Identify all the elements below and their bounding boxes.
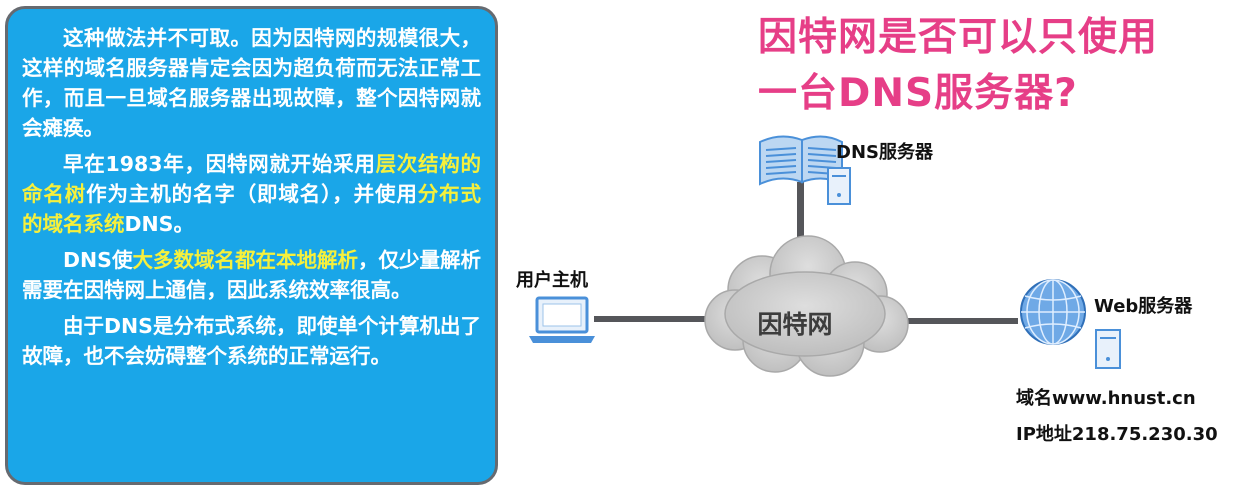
paragraph-3: DNS使大多数域名都在本地解析，仅少量解析需要在因特网上通信，因此系统效率很高。: [22, 245, 481, 305]
web-server-globe-icon: [1020, 279, 1121, 369]
paragraph-2-text-a: 早在1983年，因特网就开始采用: [63, 152, 376, 176]
highlight-local-resolution: 大多数域名都在本地解析: [132, 248, 358, 272]
paragraph-4-text: 由于DNS是分布式系统，即使单个计算机出了故障，也不会妨碍整个系统的正常运行。: [22, 314, 481, 368]
ip-address-text: IP地址218.75.230.30: [1016, 424, 1218, 445]
slide-title: 因特网是否可以只使用 一台DNS服务器?: [758, 10, 1228, 122]
laptop-icon: [529, 296, 595, 343]
cable-user-to-internet: [594, 316, 706, 322]
cable-dns-to-internet: [797, 182, 804, 260]
highlight-naming-tree: 层次结构的命名树: [22, 152, 482, 206]
text-panel: 这种做法并不可取。因为因特网的规模很大，这样的域名服务器肯定会因为超负荷而无法正…: [5, 6, 498, 485]
domain-name-text: 域名www.hnust.cn: [1016, 388, 1196, 409]
dns-server-icon: [759, 135, 851, 205]
highlight-distributed-dns: 分布式的域名系统: [22, 182, 482, 236]
paragraph-3-text-b: ，仅少量解析需要在因特网上通信，因此系统效率很高。: [22, 248, 481, 302]
paragraph-2-text-b: 作为主机的名字（即域名），并使用: [86, 182, 418, 206]
dns-server-label: DNS服务器: [836, 142, 933, 163]
paragraph-2: 早在1983年，因特网就开始采用层次结构的命名树作为主机的名字（即域名），并使用…: [22, 149, 481, 239]
internet-label: 因特网: [757, 310, 833, 339]
title-line-1: 因特网是否可以只使用: [758, 15, 1159, 60]
cable-internet-to-web: [906, 318, 1018, 324]
paragraph-1-text: 这种做法并不可取。因为因特网的规模很大，这样的域名服务器肯定会因为超负荷而无法正…: [22, 26, 481, 140]
web-server-label: Web服务器: [1094, 296, 1193, 317]
internet-cloud-icon: [704, 235, 909, 377]
user-host-label: 用户主机: [516, 270, 588, 291]
paragraph-4: 由于DNS是分布式系统，即使单个计算机出了故障，也不会妨碍整个系统的正常运行。: [22, 311, 481, 371]
paragraph-1: 这种做法并不可取。因为因特网的规模很大，这样的域名服务器肯定会因为超负荷而无法正…: [22, 23, 481, 143]
paragraph-2-text-c: DNS。: [124, 212, 194, 236]
paragraph-3-text-a: DNS使: [63, 248, 133, 272]
title-line-2: 一台DNS服务器?: [758, 71, 1078, 116]
